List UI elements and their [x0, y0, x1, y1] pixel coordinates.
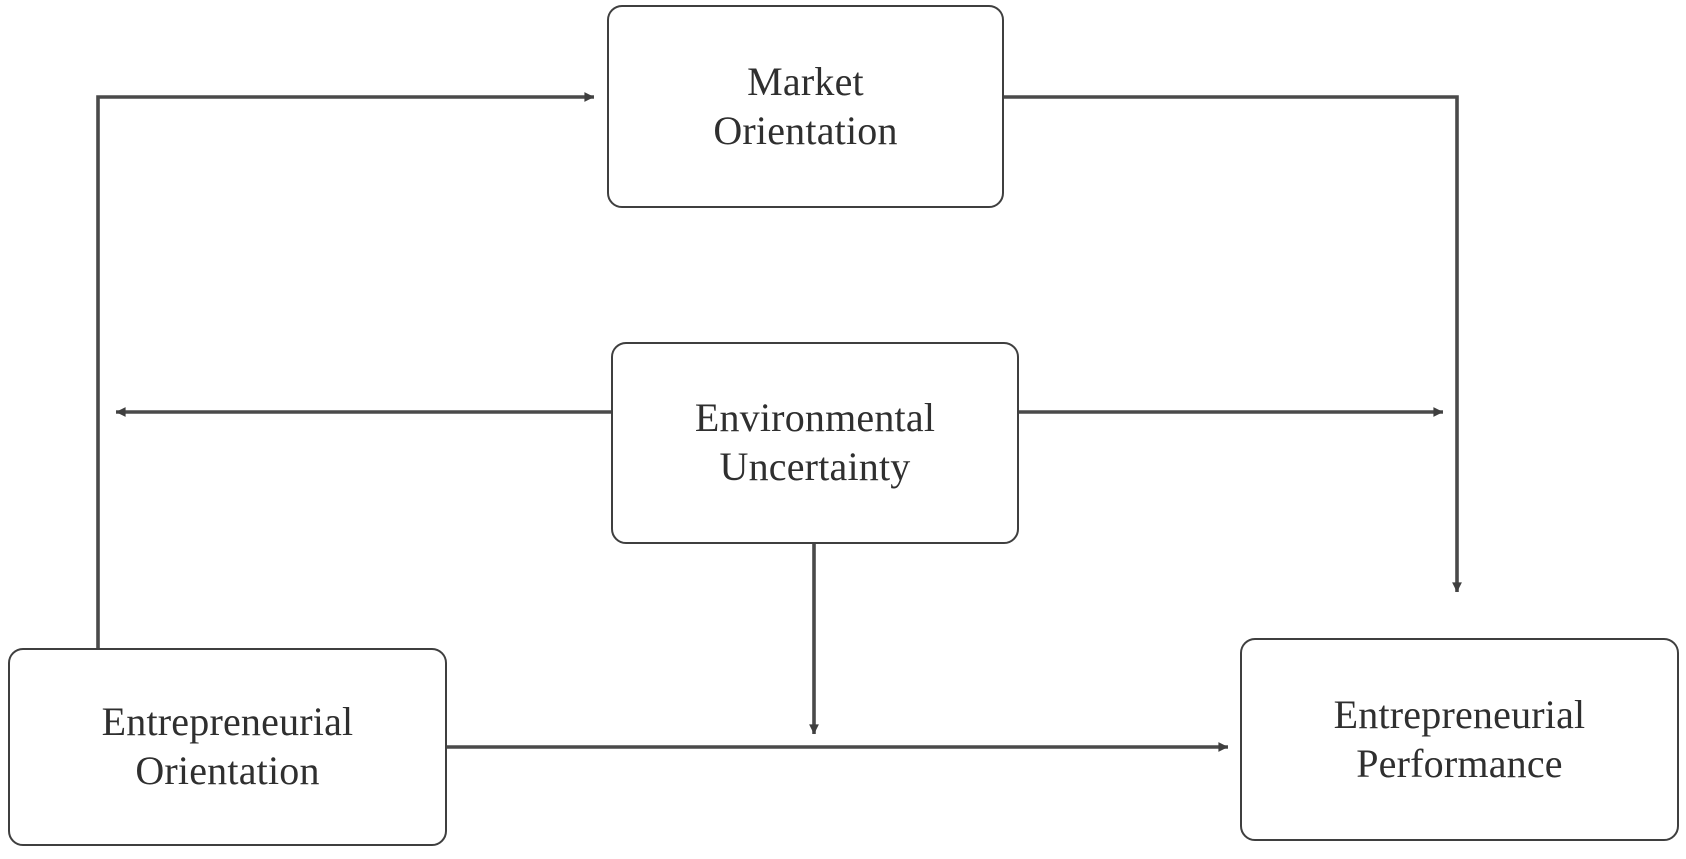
node-market-orientation[interactable]: Market Orientation: [607, 5, 1004, 208]
node-market-orientation-label: Market Orientation: [713, 58, 898, 153]
node-environmental-uncertainty-label: Environmental Uncertainty: [694, 395, 936, 489]
node-environmental-uncertainty[interactable]: Environmental Uncertainty: [611, 342, 1019, 544]
edge-market-orientation-to-ep: [1003, 95, 1462, 593]
node-entrepreneurial-performance-label: Entrepreneurial Performance: [1333, 691, 1586, 786]
node-entrepreneurial-orientation-label: Entrepreneurial Orientation: [101, 699, 354, 793]
edge-eo-to-market-orientation: [96, 92, 595, 747]
node-entrepreneurial-performance[interactable]: Entrepreneurial Performance: [1240, 638, 1679, 841]
node-entrepreneurial-orientation[interactable]: Entrepreneurial Orientation: [8, 648, 447, 846]
